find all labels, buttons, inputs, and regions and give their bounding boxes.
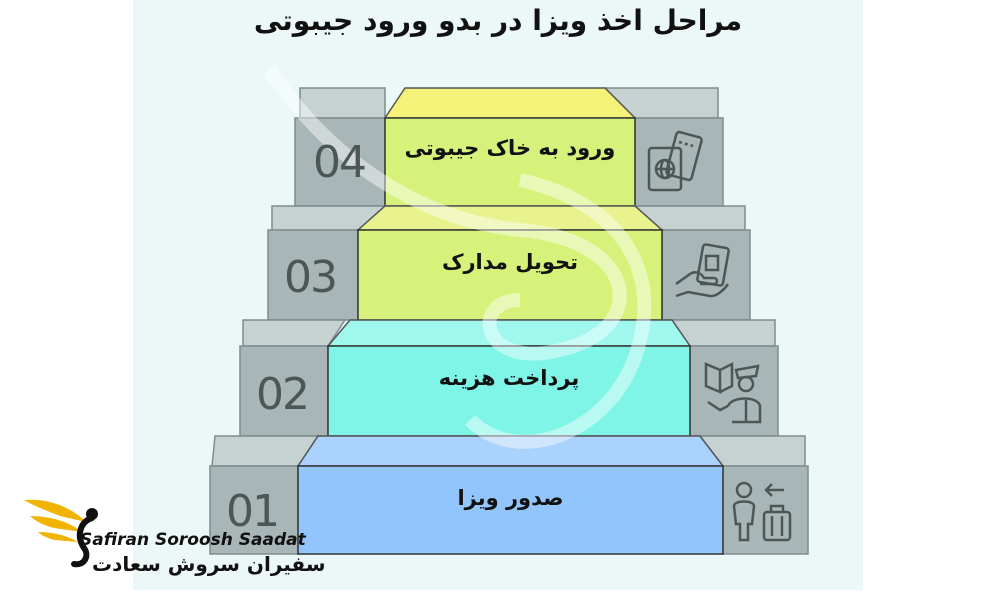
- step-01-label: صدور ویزا: [457, 486, 564, 510]
- step-03-label: تحویل مدارک: [441, 250, 579, 274]
- watermark-swirl: [264, 66, 652, 449]
- hand-card-payment-icon: [675, 243, 730, 298]
- step-01-front: [297, 465, 724, 555]
- step-02-number: 02: [256, 369, 310, 420]
- step-04-left-top: [299, 87, 386, 119]
- step-01-number: 01: [226, 486, 280, 537]
- step-03-left-block: [267, 229, 359, 321]
- step-02-left-block: [239, 345, 329, 437]
- passport-ticket-icon: [647, 130, 703, 192]
- step-04-label: ورود به خاک جیبوتی: [404, 136, 616, 160]
- step-01-group: [209, 435, 809, 555]
- step-02-front: [327, 345, 691, 437]
- step-02-group: [239, 319, 779, 437]
- step-03-front: [357, 229, 663, 321]
- brand-name-persian: سفیران سروش سعادت: [92, 552, 326, 576]
- step-04-group: [294, 87, 724, 207]
- company-logo-wing-icon: [24, 499, 98, 568]
- officer-document-icon: [704, 361, 762, 424]
- brand-name-english: Safiran Soroosh Saadat: [80, 530, 306, 550]
- diagram-title: مراحل اخذ ویزا در بدو ورود جیبوتی: [253, 4, 743, 37]
- step-04-top-face: [383, 87, 637, 119]
- step-02-label: پرداخت هزینه: [438, 366, 580, 390]
- step-01-left-block: [209, 465, 299, 555]
- step-03-number: 03: [284, 252, 338, 303]
- step-04-left-block: [294, 117, 386, 207]
- step-04-front: [384, 117, 636, 207]
- step-04-number: 04: [313, 137, 367, 188]
- step-02-left-top: [242, 319, 347, 347]
- traveler-luggage-icon: [732, 481, 792, 542]
